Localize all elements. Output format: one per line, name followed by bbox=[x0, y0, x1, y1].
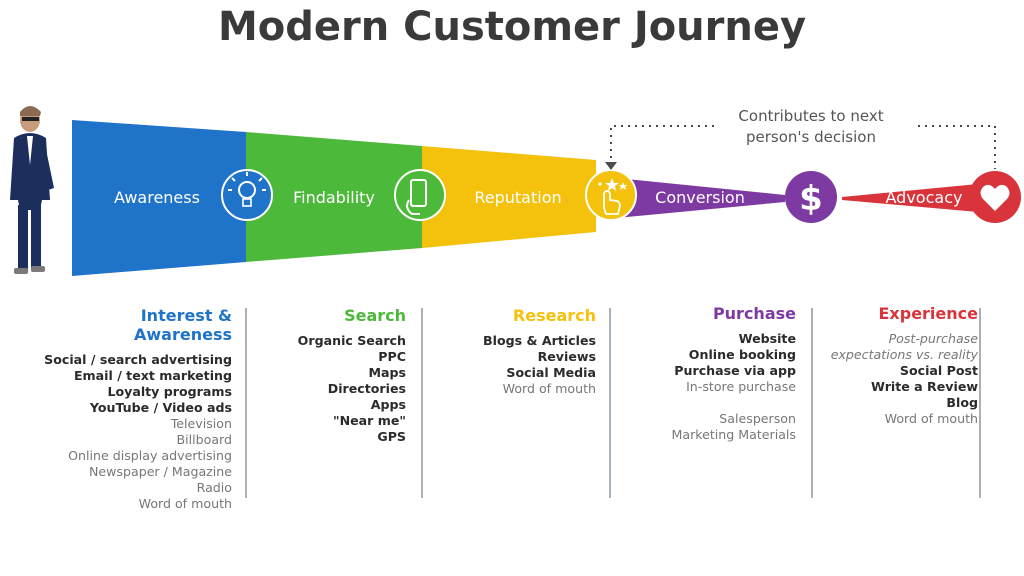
column-divider bbox=[979, 308, 981, 498]
column-item: Purchase via app bbox=[674, 363, 796, 378]
column-item: Word of mouth bbox=[138, 496, 232, 511]
column-item: Word of mouth bbox=[884, 411, 978, 426]
page-title: Modern Customer Journey bbox=[217, 4, 807, 50]
dollar-symbol: $ bbox=[799, 179, 823, 219]
column-item: Directories bbox=[327, 381, 406, 396]
advocacy-segment bbox=[842, 184, 978, 212]
column-heading: Search bbox=[344, 306, 406, 325]
conversion-segment bbox=[616, 178, 785, 218]
column-heading: Research bbox=[512, 306, 596, 325]
note-line-2: person's decision bbox=[746, 128, 876, 146]
stage-label-advocacy: Advocacy bbox=[886, 188, 963, 207]
arrow-down-icon bbox=[605, 162, 617, 170]
column-item: YouTube / Video ads bbox=[89, 400, 232, 415]
column-heading: Interest & Awareness bbox=[134, 306, 232, 344]
column-item: Post-purchase bbox=[888, 331, 978, 346]
stage-label-reputation: Reputation bbox=[474, 188, 561, 207]
column-item: Social Media bbox=[506, 365, 596, 380]
column-divider bbox=[421, 308, 423, 498]
stage-label-conversion: Conversion bbox=[655, 188, 745, 207]
awareness-segment bbox=[72, 120, 246, 276]
phone-tap-icon bbox=[394, 169, 446, 221]
dollar-icon: $ bbox=[785, 171, 837, 223]
column-interest-awareness: Interest & Awareness Social / search adv… bbox=[40, 306, 232, 512]
column-item: Radio bbox=[196, 480, 232, 495]
note-line-1: Contributes to next bbox=[738, 107, 883, 125]
column-item: Write a Review bbox=[871, 379, 978, 394]
column-divider bbox=[245, 308, 247, 498]
column-item: PPC bbox=[378, 349, 406, 364]
column-item: Marketing Materials bbox=[671, 427, 797, 442]
stage-label-awareness: Awareness bbox=[114, 188, 200, 207]
column-heading: Experience bbox=[878, 304, 978, 323]
column-item: Maps bbox=[368, 365, 406, 380]
column-item: Billboard bbox=[176, 432, 232, 447]
column-item: Television bbox=[170, 416, 232, 431]
column-item: GPS bbox=[377, 429, 406, 444]
column-item: Online display advertising bbox=[68, 448, 232, 463]
column-item: Loyalty programs bbox=[107, 384, 232, 399]
feedback-connector bbox=[605, 125, 996, 170]
heart-icon bbox=[969, 171, 1021, 223]
column-item: Blogs & Articles bbox=[483, 333, 596, 348]
businessman-figure bbox=[10, 106, 54, 274]
findability-segment bbox=[246, 132, 422, 262]
column-item: Word of mouth bbox=[502, 381, 596, 396]
column-item: expectations vs. reality bbox=[830, 347, 978, 362]
column-item: Salesperson bbox=[719, 411, 796, 426]
column-item: "Near me" bbox=[333, 413, 406, 428]
column-item: Online booking bbox=[688, 347, 796, 362]
column-item: Organic Search bbox=[297, 333, 406, 348]
column-item: Blog bbox=[946, 395, 978, 410]
column-divider bbox=[811, 308, 813, 498]
stage-label-findability: Findability bbox=[293, 188, 375, 207]
column-item: Social / search advertising bbox=[44, 352, 232, 367]
column-item: Newspaper / Magazine bbox=[88, 464, 232, 479]
column-item: Social Post bbox=[899, 363, 978, 378]
column-divider bbox=[609, 308, 611, 498]
reputation-segment bbox=[422, 146, 596, 248]
journey-funnel: Awareness Findability Reputation Convers… bbox=[10, 106, 1021, 276]
column-item: In-store purchase bbox=[686, 379, 796, 394]
lightbulb-icon bbox=[221, 169, 273, 221]
star-tap-icon bbox=[585, 169, 637, 221]
column-item: Email / text marketing bbox=[73, 368, 232, 383]
column-item: Apps bbox=[370, 397, 406, 412]
column-item: Reviews bbox=[537, 349, 596, 364]
column-heading: Purchase bbox=[712, 304, 796, 323]
column-item: Website bbox=[738, 331, 796, 346]
